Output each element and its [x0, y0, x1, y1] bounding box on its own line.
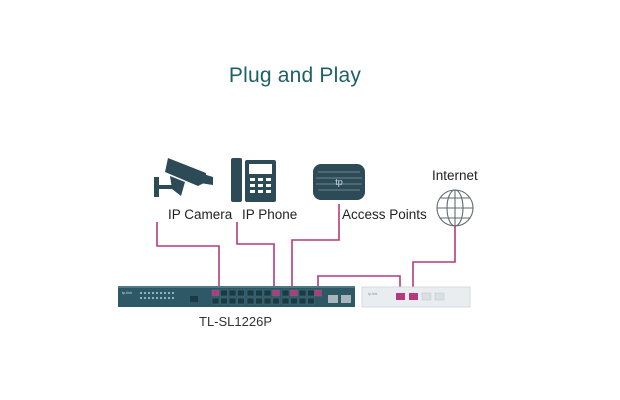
phone-cable [236, 222, 275, 292]
svg-text:tp: tp [335, 177, 343, 187]
access-point-cable [291, 204, 340, 292]
svg-text:tp-link: tp-link [368, 292, 378, 296]
switch-port [228, 297, 237, 305]
switch-port [237, 289, 245, 297]
ip-phone-label: IP Phone [242, 207, 298, 222]
switch-port [255, 297, 263, 305]
internet-label: Internet [432, 168, 478, 183]
switch-port [211, 297, 220, 305]
switch-port [307, 289, 315, 297]
switch-port [220, 297, 228, 305]
router: tp-link [361, 286, 471, 308]
switch-port-bank [211, 289, 322, 305]
switch-port [272, 297, 280, 305]
switch-port [307, 297, 315, 305]
svg-text:tp-link: tp-link [122, 291, 132, 295]
switch-port [290, 289, 298, 297]
camera-cable [156, 222, 220, 292]
access-point-icon: tp [313, 164, 365, 200]
network-switch: tp-link [118, 286, 355, 307]
switch-port [290, 297, 298, 305]
desk-phone-icon [231, 158, 276, 202]
switch-model-label: TL-SL1226P [199, 314, 272, 329]
ip-camera-label: IP Camera [168, 207, 233, 222]
switch-uplink-port [314, 289, 322, 297]
switch-port [263, 297, 272, 305]
switch-port [228, 289, 237, 297]
switch-port [237, 297, 245, 305]
uplink-cable [317, 275, 401, 294]
switch-port [220, 289, 228, 297]
switch-port [255, 289, 263, 297]
switch-port [281, 297, 290, 305]
switch-port [246, 297, 255, 305]
switch-port [263, 289, 272, 297]
switch-port [246, 289, 255, 297]
cctv-camera-icon [154, 158, 213, 197]
switch-port [272, 289, 280, 297]
page-title: Plug and Play [228, 64, 362, 87]
globe-icon [436, 189, 474, 227]
cables [156, 204, 456, 294]
status-leds [140, 292, 174, 299]
access-points-label: Access Points [342, 207, 427, 222]
switch-port [298, 297, 307, 305]
internet-cable [412, 225, 456, 294]
switch-port [281, 289, 290, 297]
switch-port [298, 289, 307, 297]
switch-port [211, 289, 220, 297]
